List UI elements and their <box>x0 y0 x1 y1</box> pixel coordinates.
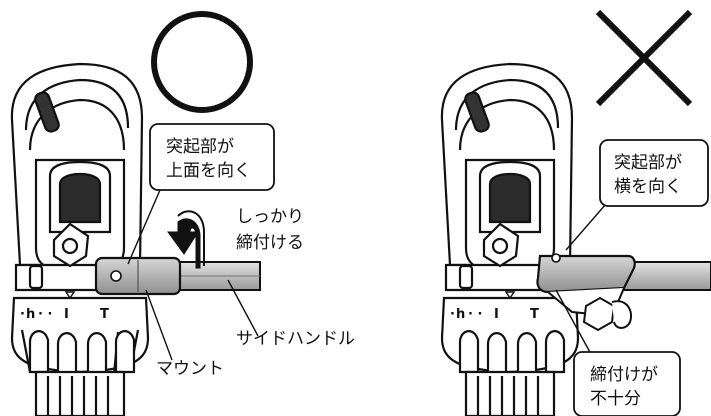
svg-text:· ·: · · <box>468 307 482 322</box>
incorrect-panel: · h · · I T 突起部が 横を向く <box>440 9 711 416</box>
correct-panel: · h · · I T 突起部が 上面を向く <box>10 11 355 416</box>
cross-ng-icon <box>595 9 693 107</box>
mount-right <box>536 253 636 332</box>
mode-ring-marks-left: · h · · I T <box>20 307 109 322</box>
label-side-handle: サイドハンドル <box>227 279 355 349</box>
mode-mark-h-right: h <box>456 307 465 322</box>
callout-protrusion-incorrect-line1: 突起部が <box>614 153 682 173</box>
svg-text:·: · <box>450 307 455 322</box>
callout-tighten-incorrect: 締付けが 不十分 <box>555 289 681 416</box>
callout-tighten-correct-line1: しっかり <box>236 207 304 227</box>
label-mount: マウント <box>145 289 224 379</box>
mode-mark-t-right: T <box>530 307 539 322</box>
callout-protrusion-incorrect-line2: 横を向く <box>614 177 682 197</box>
callout-protrusion-incorrect: 突起部が 横を向く <box>565 139 709 251</box>
callout-tighten-correct-line2: 締付ける <box>236 233 304 253</box>
callout-protrusion-correct: 突起部が 上面を向く <box>127 123 275 265</box>
circle-ok-icon <box>151 11 253 113</box>
callout-tighten-incorrect-line1: 締付けが <box>590 365 658 385</box>
svg-text:· ·: · · <box>38 307 52 322</box>
mode-ring-marks-right: · h · · I T <box>450 307 539 322</box>
callout-protrusion-correct-line2: 上面を向く <box>166 161 251 181</box>
mode-mark-i-right: I <box>494 307 499 322</box>
label-mount-text: マウント <box>156 359 224 379</box>
mode-mark-h: h <box>26 307 35 322</box>
callout-protrusion-correct-line1: 突起部が <box>166 137 234 157</box>
mode-mark-t: T <box>100 307 109 322</box>
rotate-arrow-icon <box>167 210 205 269</box>
label-side-handle-text: サイドハンドル <box>236 329 355 349</box>
drill-body-left <box>10 62 150 416</box>
mode-mark-i: I <box>64 307 69 322</box>
svg-text:·: · <box>20 307 25 322</box>
callout-tighten-correct: しっかり 締付ける <box>236 207 304 253</box>
callout-tighten-incorrect-line2: 不十分 <box>590 389 641 409</box>
mount-left <box>94 256 182 296</box>
drill-body-right <box>440 62 580 416</box>
